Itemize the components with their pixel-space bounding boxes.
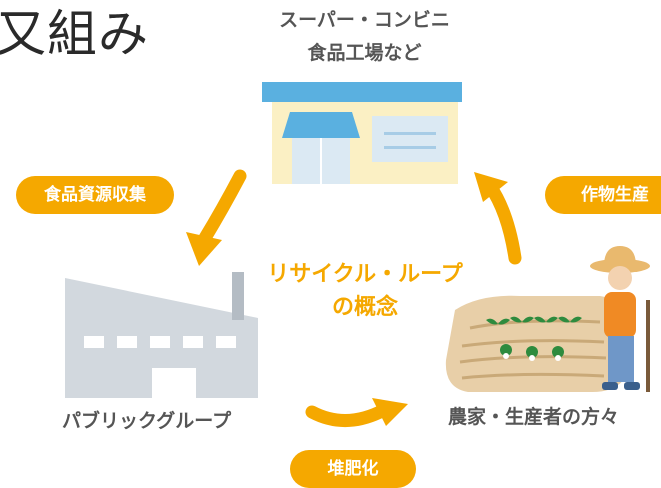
collect-pill: 食品資源収集	[16, 176, 174, 214]
arrow-collect-head	[186, 232, 222, 266]
arrow-compost	[305, 403, 391, 427]
page-heading: 又組み	[0, 5, 149, 63]
farmer-shirt	[604, 292, 636, 338]
factory-chimney	[232, 272, 244, 320]
farm-illustration	[445, 246, 650, 392]
center-line1: リサイクル・ループ	[267, 262, 463, 287]
center-concept: リサイクル・ループ の概念	[250, 258, 480, 324]
store-label-line2: 食品工場など	[307, 42, 422, 64]
arrow-produce	[483, 179, 522, 265]
store-window	[372, 116, 448, 162]
factory-label: パブリックグループ	[62, 410, 232, 432]
farmer-pants	[608, 336, 634, 382]
arrow-collect	[198, 169, 247, 245]
farmer-label: 農家・生産者の方々	[448, 406, 620, 428]
center-line2: の概念	[331, 295, 398, 320]
store-label-line1: スーパー・コンビニ	[279, 9, 450, 31]
store-label: スーパー・コンビニ 食品工場など	[0, 4, 661, 70]
store-awning	[282, 112, 360, 138]
farmer-hoe	[646, 300, 650, 392]
arrow-compost-head	[372, 398, 408, 426]
store-roof	[262, 82, 462, 102]
produce-pill: 作物生産	[545, 176, 661, 214]
arrow-produce-head	[474, 172, 508, 202]
factory-illustration	[65, 272, 258, 398]
compost-pill: 堆肥化	[290, 450, 416, 488]
store-illustration	[262, 82, 462, 184]
